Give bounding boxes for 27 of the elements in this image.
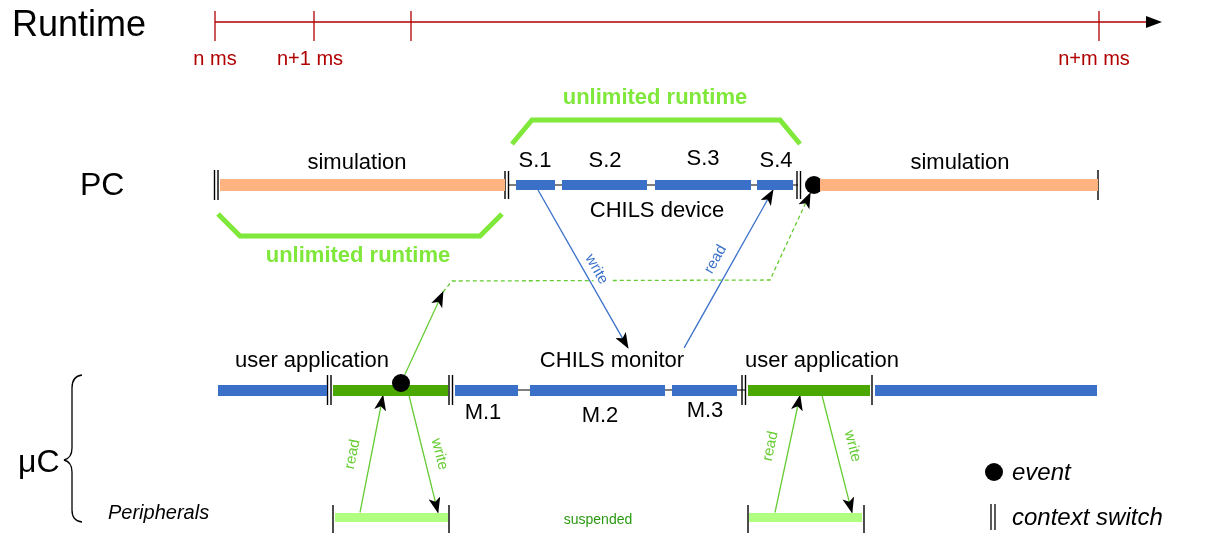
task-label: M.1 (464, 399, 502, 425)
task-label: S.1 (518, 147, 552, 173)
task-label: M.2 (581, 402, 619, 428)
axis-title: Runtime (12, 4, 147, 44)
state-label: suspended (563, 512, 633, 528)
row-label: Peripherals (108, 501, 210, 523)
section-label: CHILS monitor (539, 347, 685, 373)
task-label: user application (744, 347, 900, 373)
task-label: user application (234, 347, 390, 373)
time-label: n ms (193, 47, 237, 69)
time-label: n+m ms (1058, 47, 1130, 69)
task-label: simulation (910, 149, 1010, 175)
section-label: CHILS device (589, 197, 725, 223)
legend-label: event (1012, 458, 1071, 486)
time-label: n+1 ms (276, 47, 344, 69)
task-label: simulation (307, 149, 407, 175)
runtime-label: unlimited runtime (265, 242, 451, 268)
task-label: S.4 (759, 147, 793, 173)
row-label: PC (80, 167, 125, 203)
event-dot (392, 374, 410, 392)
runtime-label: unlimited runtime (562, 84, 748, 110)
task-label: S.2 (588, 147, 622, 173)
task-label: M.3 (686, 397, 724, 423)
event-dot (805, 176, 823, 194)
legend-label: context switch (1012, 503, 1163, 531)
task-label: S.3 (686, 145, 720, 171)
row-label: μC (18, 444, 60, 480)
